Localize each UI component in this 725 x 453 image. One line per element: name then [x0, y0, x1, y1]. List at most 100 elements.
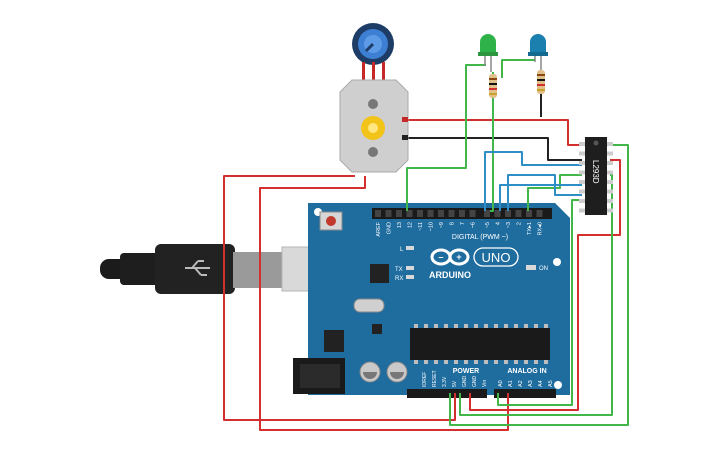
l293d-chip[interactable]: L293D	[579, 137, 613, 215]
chip-pin	[474, 360, 478, 364]
usb-cable[interactable]	[100, 244, 343, 294]
digital-pin[interactable]	[459, 210, 465, 217]
chip-pin	[534, 360, 538, 364]
analog-pin-label: A1	[508, 380, 514, 387]
chip-pin	[494, 324, 498, 328]
digital-pin-label: GND	[387, 222, 393, 234]
digital-pin-label: 8	[450, 222, 456, 225]
wire-red[interactable]	[223, 175, 456, 421]
digital-pin-label: ~5	[485, 222, 491, 228]
chip-pin[interactable]	[579, 180, 585, 184]
wire-green[interactable]	[527, 174, 582, 211]
power-header[interactable]	[407, 389, 487, 398]
digital-pin[interactable]	[448, 210, 455, 217]
digital-pin[interactable]	[385, 210, 392, 217]
chip-pin[interactable]	[579, 151, 585, 156]
chip-pin[interactable]	[607, 199, 613, 203]
digital-pin-label: 2	[517, 222, 523, 225]
power-pin-label: 3.3V	[442, 376, 448, 387]
chip-pin[interactable]	[607, 151, 613, 156]
wire-green[interactable]	[501, 59, 535, 78]
capacitor	[386, 361, 408, 383]
chip-pin[interactable]	[607, 189, 613, 194]
mounting-hole	[553, 258, 561, 266]
digital-pin[interactable]	[494, 210, 501, 217]
analog-in-label: ANALOG IN	[507, 368, 546, 375]
wire-blue[interactable]	[484, 151, 582, 211]
digital-pin[interactable]	[417, 210, 423, 217]
wire-red[interactable]	[405, 119, 582, 146]
chip-pin[interactable]	[607, 180, 613, 184]
chip-pin[interactable]	[607, 161, 613, 165]
voltage-regulator	[324, 330, 344, 352]
chip-pin[interactable]	[579, 199, 585, 203]
on-label: ON	[539, 266, 548, 272]
crystal	[353, 298, 385, 313]
wire-black[interactable]	[405, 137, 582, 161]
potentiometer[interactable]	[352, 23, 394, 80]
digital-pin[interactable]	[505, 210, 511, 217]
small-chip	[372, 324, 382, 334]
digital-pin[interactable]	[515, 210, 522, 217]
chip-pin[interactable]	[579, 142, 585, 146]
chip-pin	[534, 324, 538, 328]
digital-pwm-label: DIGITAL (PWM ~)	[452, 234, 508, 241]
chip-label: L293D	[591, 160, 600, 184]
blue-led[interactable]	[528, 34, 548, 70]
green-led-resistor[interactable]	[489, 74, 497, 98]
analog-pin-label: A4	[538, 380, 544, 387]
chip-pin	[444, 360, 448, 364]
digital-pin[interactable]	[406, 210, 413, 217]
digital-pin[interactable]	[536, 210, 543, 217]
gear-icon	[361, 116, 385, 140]
analog-header[interactable]	[494, 389, 556, 398]
chip-pin[interactable]	[579, 161, 585, 165]
led-tx	[406, 266, 414, 270]
digital-pin-label: ~11	[418, 222, 424, 231]
digital-pin-label: ~10	[429, 222, 435, 231]
usb-interface-chip	[370, 264, 389, 283]
chip-pin	[474, 324, 478, 328]
chip-pin[interactable]	[607, 208, 613, 213]
chip-pin[interactable]	[579, 208, 585, 213]
power-jack[interactable]	[293, 358, 345, 394]
reset-button[interactable]	[319, 211, 343, 231]
power-pin-label: 5V	[452, 380, 458, 387]
chip-pin[interactable]	[607, 142, 613, 146]
dc-motor[interactable]	[339, 79, 409, 173]
chip-pin[interactable]	[579, 170, 585, 175]
blue-led-resistor[interactable]	[537, 70, 545, 94]
digital-pin[interactable]	[396, 210, 402, 217]
chip-pin	[514, 360, 518, 364]
digital-pin[interactable]	[438, 210, 444, 217]
wire-red[interactable]	[469, 159, 621, 411]
power-pin-label: RESET	[432, 370, 438, 387]
digital-pin[interactable]	[375, 210, 381, 217]
usb-icon	[185, 260, 210, 276]
chip-pin	[524, 324, 528, 328]
led-tx-label: TX	[395, 267, 403, 273]
analog-pin-label: A0	[498, 380, 504, 387]
wire-green[interactable]	[449, 144, 629, 426]
digital-pin[interactable]	[526, 210, 532, 217]
wire-blue[interactable]	[507, 174, 582, 211]
chip-pin	[434, 324, 438, 328]
wire-green[interactable]	[459, 174, 613, 416]
digital-pin[interactable]	[427, 210, 434, 217]
chip-pin	[424, 324, 428, 328]
power-pin-label: GND	[462, 376, 468, 388]
green-led[interactable]	[478, 34, 498, 72]
chip-pin	[504, 324, 508, 328]
digital-pin-label: TX▸1	[527, 222, 533, 235]
wire-red[interactable]	[259, 176, 509, 431]
atmega-chip[interactable]	[410, 328, 550, 360]
chip-pin[interactable]	[579, 189, 585, 194]
chip-pin[interactable]	[607, 170, 613, 175]
wire-green[interactable]	[406, 64, 486, 211]
chip-pin	[454, 360, 458, 364]
digital-pin[interactable]	[484, 210, 490, 217]
digital-pin[interactable]	[469, 210, 476, 217]
wire-green[interactable]	[490, 72, 494, 212]
